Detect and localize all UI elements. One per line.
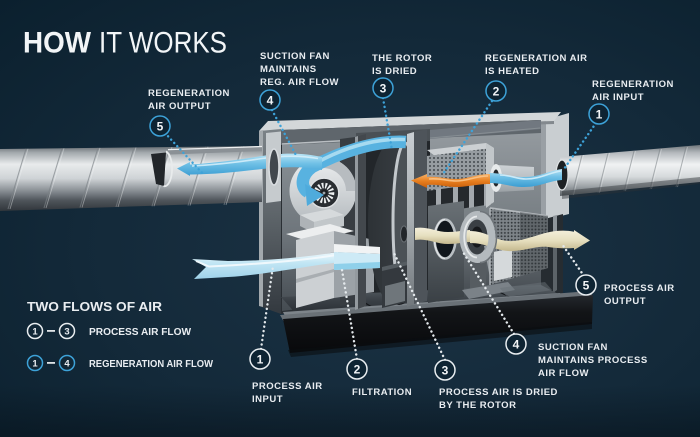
svg-text:4: 4 xyxy=(267,94,274,108)
svg-text:MAINTAINS: MAINTAINS xyxy=(260,64,317,75)
svg-text:5: 5 xyxy=(157,120,164,134)
svg-text:3: 3 xyxy=(380,82,387,96)
svg-text:3: 3 xyxy=(442,364,449,378)
svg-text:REG. AIR FLOW: REG. AIR FLOW xyxy=(260,77,339,88)
svg-text:4: 4 xyxy=(64,359,70,370)
svg-text:THE ROTOR: THE ROTOR xyxy=(372,53,432,64)
svg-text:PROCESS AIR FLOW: PROCESS AIR FLOW xyxy=(89,326,191,338)
svg-text:1: 1 xyxy=(596,108,603,122)
svg-text:PROCESS AIR IS DRIED: PROCESS AIR IS DRIED xyxy=(439,387,558,398)
svg-text:IT WORKS: IT WORKS xyxy=(99,27,227,60)
svg-text:FILTRATION: FILTRATION xyxy=(352,387,412,398)
svg-text:INPUT: INPUT xyxy=(252,394,283,405)
svg-text:4: 4 xyxy=(513,338,520,352)
svg-text:TWO FLOWS OF AIR: TWO FLOWS OF AIR xyxy=(27,299,163,314)
svg-text:AIR OUTPUT: AIR OUTPUT xyxy=(148,101,211,112)
svg-text:2: 2 xyxy=(493,85,500,99)
svg-text:SUCTION FAN: SUCTION FAN xyxy=(260,51,330,62)
svg-text:1: 1 xyxy=(257,353,264,367)
svg-text:PROCESS AIR: PROCESS AIR xyxy=(604,283,675,294)
svg-text:SUCTION FAN: SUCTION FAN xyxy=(538,342,608,353)
svg-text:IS DRIED: IS DRIED xyxy=(372,66,417,77)
svg-text:OUTPUT: OUTPUT xyxy=(604,296,646,307)
svg-text:REGENERATION AIR FLOW: REGENERATION AIR FLOW xyxy=(89,358,213,370)
svg-text:AIR FLOW: AIR FLOW xyxy=(538,368,589,379)
svg-text:PROCESS AIR: PROCESS AIR xyxy=(252,381,323,392)
svg-text:AIR INPUT: AIR INPUT xyxy=(592,92,644,103)
svg-text:5: 5 xyxy=(583,279,590,293)
svg-text:1: 1 xyxy=(32,327,38,338)
svg-text:2: 2 xyxy=(354,363,361,377)
svg-text:IS HEATED: IS HEATED xyxy=(485,66,539,77)
svg-text:HOW: HOW xyxy=(23,27,92,60)
svg-text:REGENERATION: REGENERATION xyxy=(592,79,674,90)
svg-text:1: 1 xyxy=(32,359,38,370)
svg-text:MAINTAINS PROCESS: MAINTAINS PROCESS xyxy=(538,355,648,366)
svg-text:3: 3 xyxy=(64,327,69,338)
svg-text:BY THE ROTOR: BY THE ROTOR xyxy=(439,400,516,411)
svg-text:REGENERATION AIR: REGENERATION AIR xyxy=(485,53,587,64)
svg-text:REGENERATION: REGENERATION xyxy=(148,88,230,99)
